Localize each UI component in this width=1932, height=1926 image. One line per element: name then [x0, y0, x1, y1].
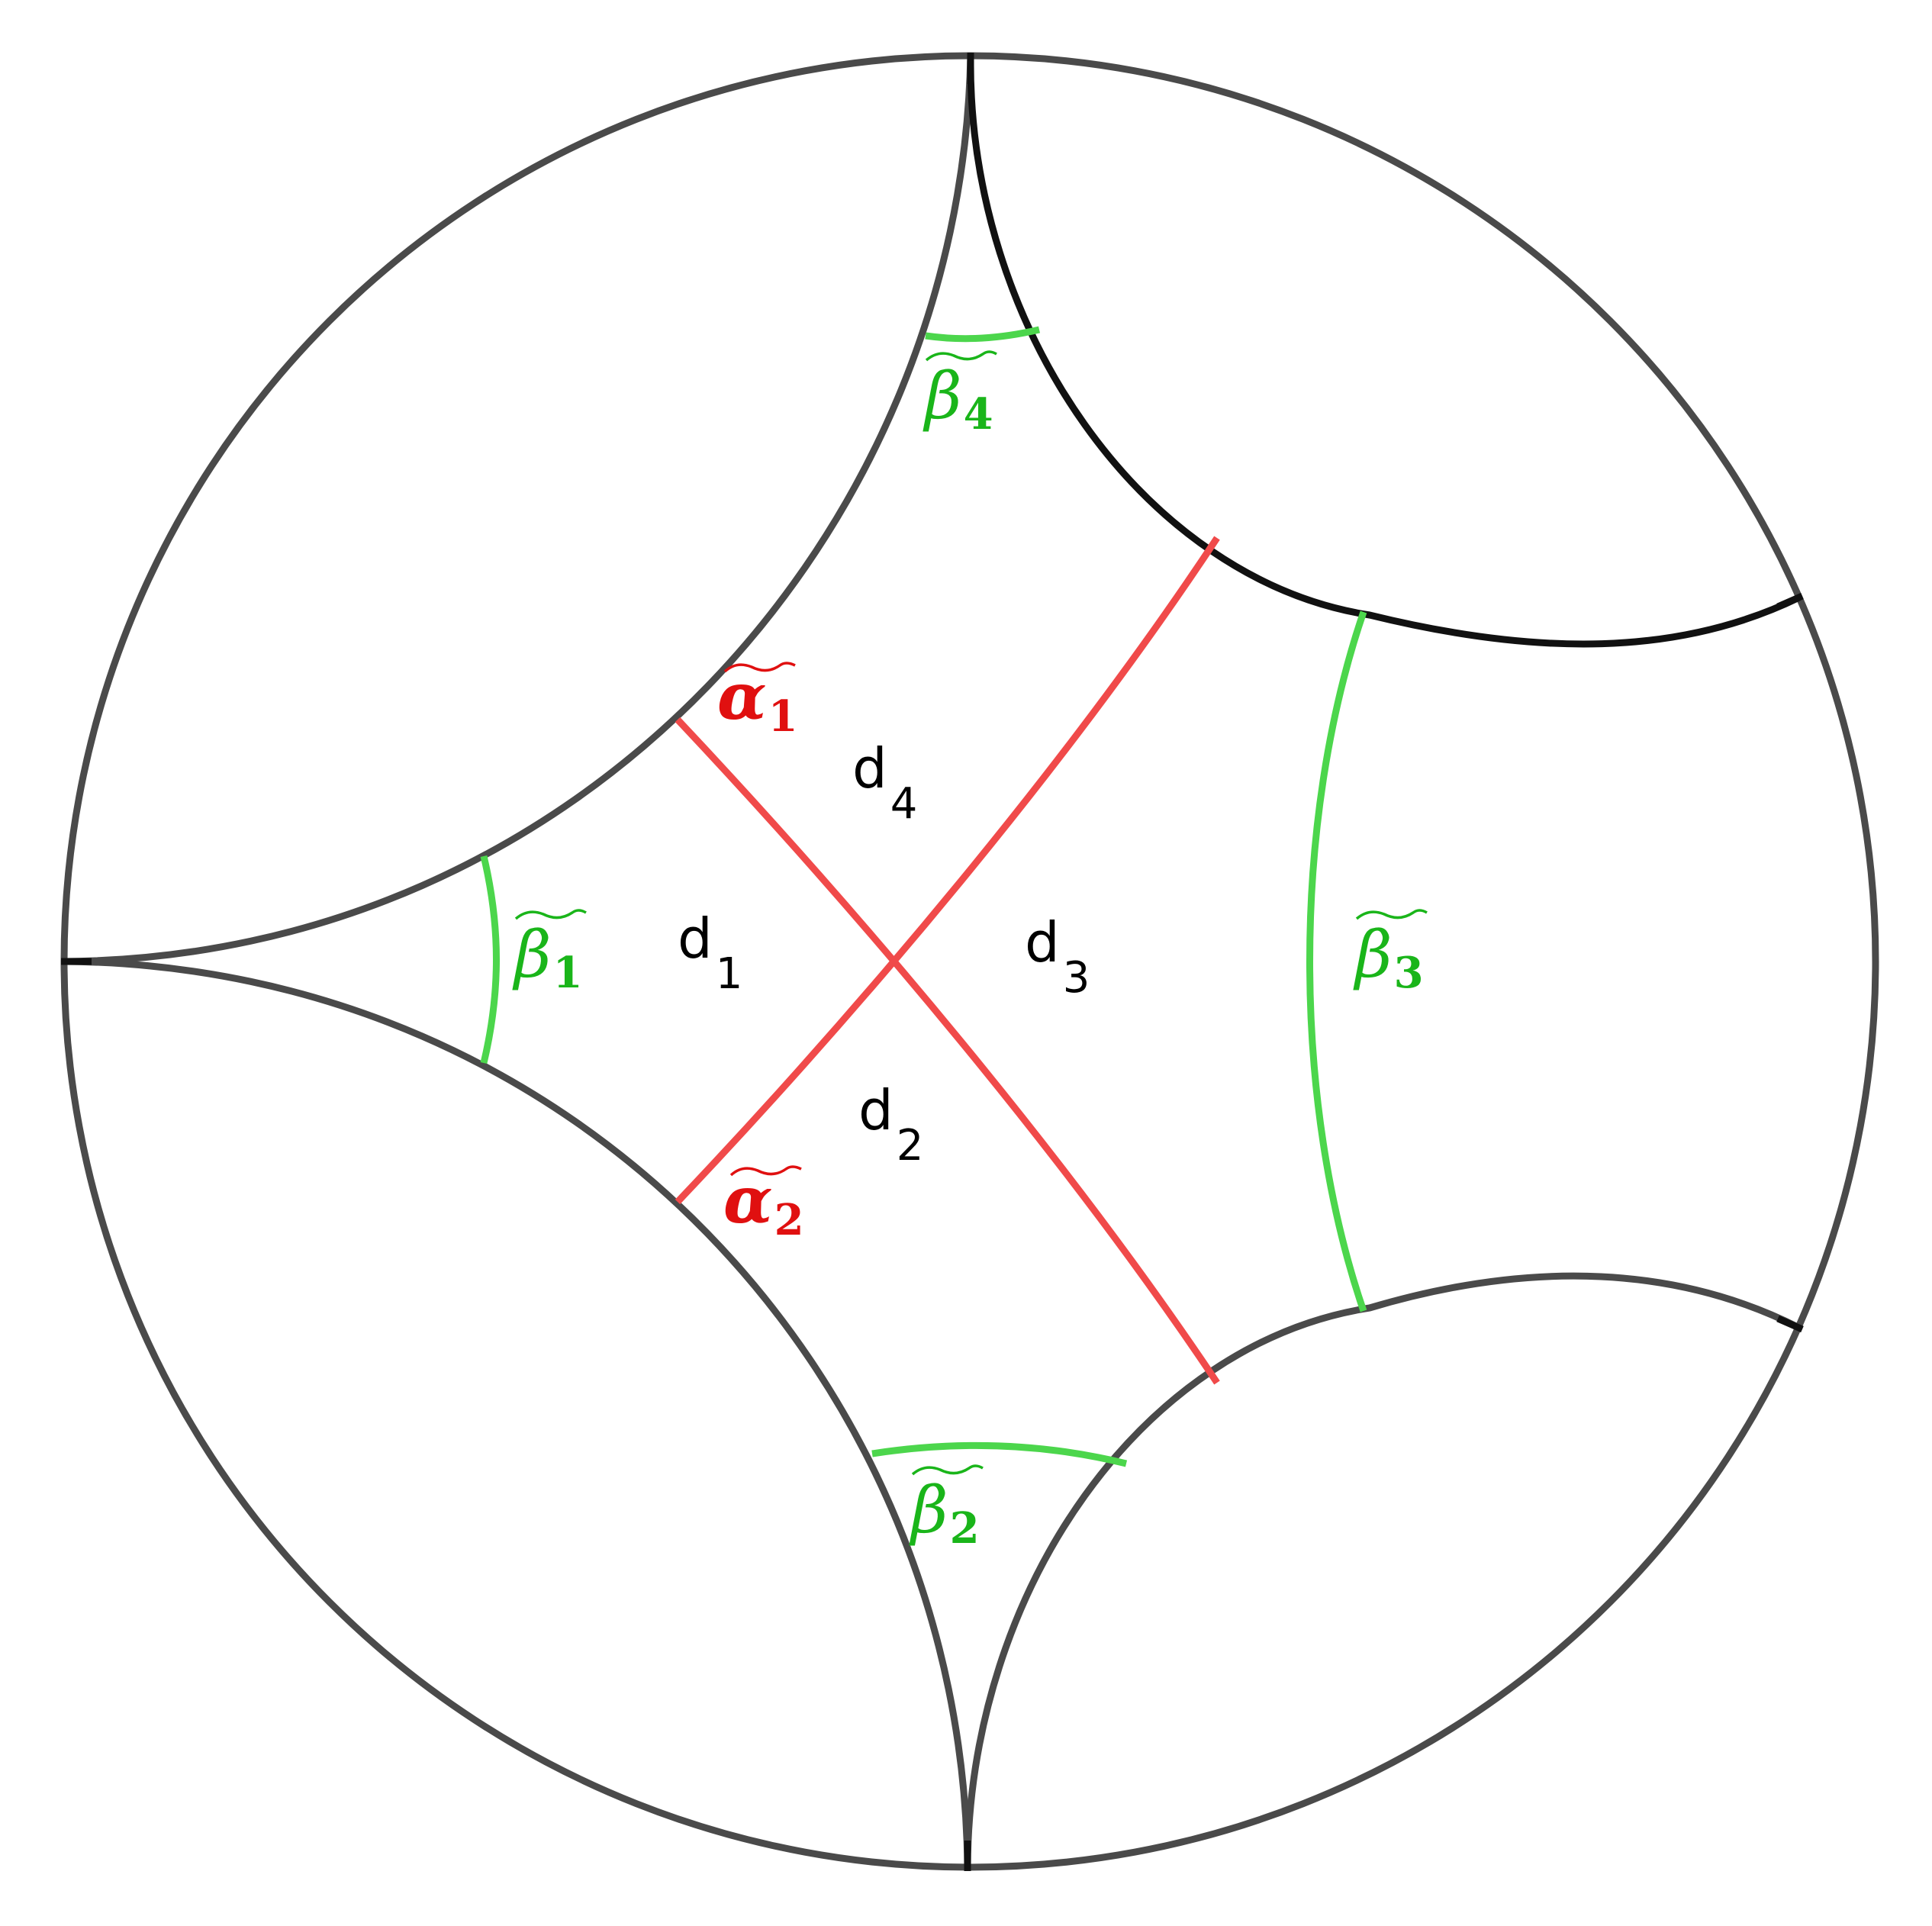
vertex-tick-upper-right	[1776, 592, 1804, 610]
tilde-mark	[723, 662, 796, 673]
region-label-d3: d3	[1025, 910, 1090, 1003]
region-label-d1: d1	[678, 907, 742, 999]
alpha-curve-1	[675, 717, 1220, 1385]
geodesic-edge-top-right	[967, 55, 1801, 648]
svg-text:β4: β4	[923, 359, 993, 440]
geodesic-edge-top-left	[63, 55, 974, 965]
svg-text:β1: β1	[512, 917, 583, 998]
geodesic-edge-bottom-right	[964, 1272, 1802, 1868]
region-label-d2: d2	[858, 1078, 923, 1171]
beta-label-1: β1	[512, 909, 587, 998]
disk-boundary-circle	[60, 52, 1879, 1871]
vertex-tick-lower-right	[1776, 1315, 1804, 1333]
beta-curve-2	[871, 1441, 1128, 1467]
alpha-label-1: α1	[717, 659, 798, 742]
geodesic-edge-bottom-left	[63, 958, 971, 1868]
region-label-d4: d4	[852, 736, 917, 829]
beta-curve-4	[925, 326, 1041, 343]
beta-label-2: β2	[909, 1464, 984, 1554]
alpha-label-2: α2	[723, 1162, 804, 1245]
tilde-mark	[514, 909, 587, 920]
svg-text:α1: α1	[717, 659, 798, 742]
beta-curve-3	[1306, 610, 1367, 1312]
tilde-mark	[1355, 909, 1428, 920]
svg-text:β2: β2	[909, 1473, 980, 1554]
beta-label-3: β3	[1353, 909, 1428, 998]
tilde-mark	[911, 1464, 984, 1476]
beta-label-4: β4	[923, 350, 997, 440]
svg-text:α2: α2	[723, 1162, 804, 1245]
alpha-curve-2	[675, 536, 1220, 1205]
beta-curve-1	[480, 855, 500, 1064]
tilde-mark	[925, 350, 997, 362]
tilde-mark	[729, 1165, 802, 1177]
svg-text:β3: β3	[1353, 917, 1424, 998]
